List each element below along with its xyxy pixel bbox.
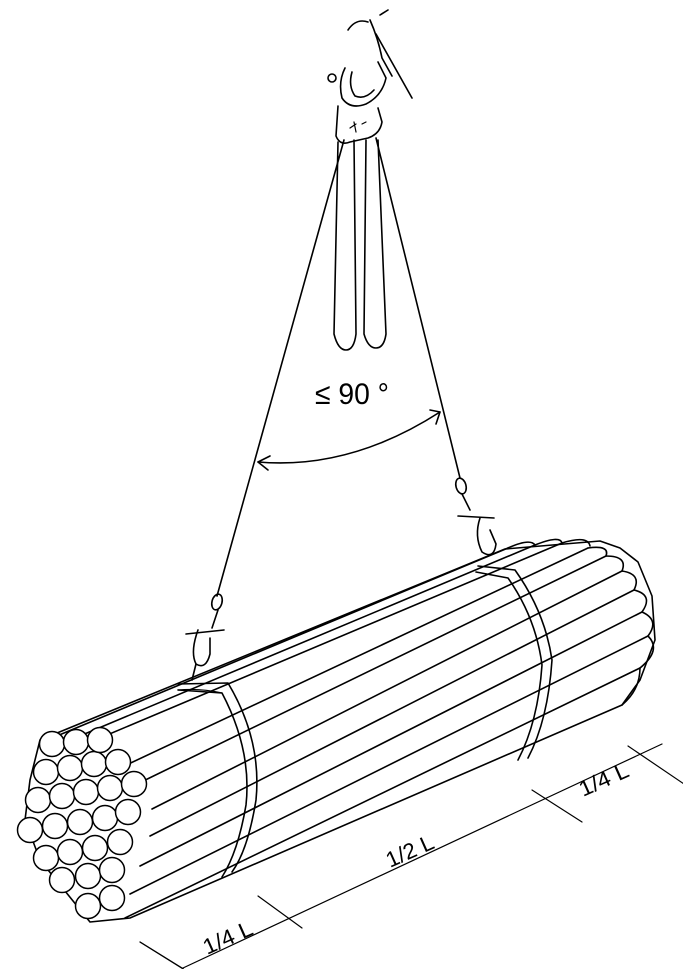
right-lifting-band [475, 565, 553, 761]
angle-indicator: ≤ 90 ° [257, 378, 441, 471]
segment-label-left: 1/4 L [199, 916, 257, 960]
pipe-far-ends [507, 538, 655, 706]
pipe-end-circles [16, 726, 148, 920]
dimension-lines [139, 743, 683, 973]
segment-label-right: 1/4 L [575, 758, 633, 802]
angle-label: ≤ 90 ° [315, 378, 389, 411]
segment-label-middle: 1/2 L [382, 829, 438, 872]
pipe-bundle [16, 538, 656, 923]
left-lifting-band [177, 682, 258, 878]
pipe-side-lines [51, 542, 649, 919]
left-shackle [185, 593, 225, 681]
crane-hook [327, 9, 413, 144]
sling-legs [216, 137, 461, 597]
right-shackle [454, 477, 497, 556]
